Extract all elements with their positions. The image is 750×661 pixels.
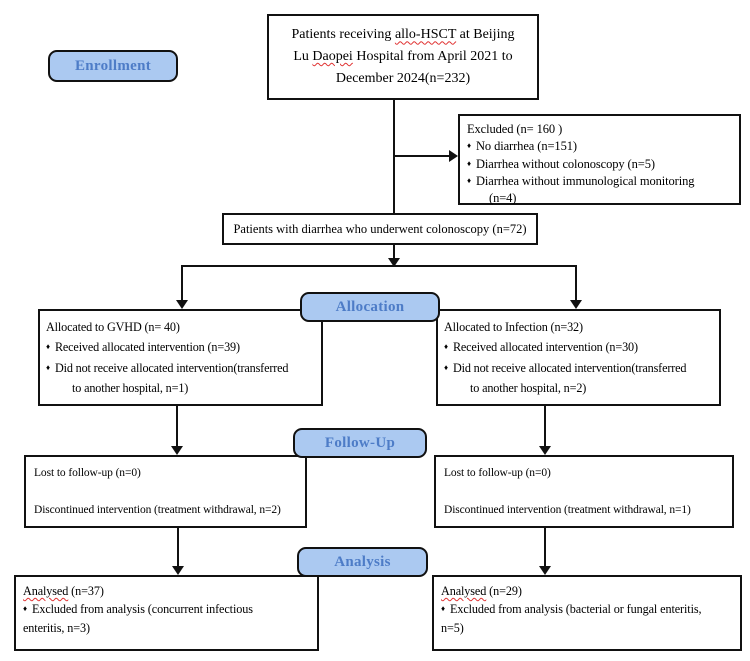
arrowhead-branch-icon <box>388 258 400 267</box>
enrollment-box-line2: Lu Daopei Hospital from April 2021 to <box>293 49 513 65</box>
allocation-label-text: Allocation <box>335 298 405 315</box>
analysis-left-title: Analysed (n=37) <box>23 584 104 598</box>
connector-excluded-horizontal <box>394 155 450 157</box>
alloc-left-bullet-1: ♦Received allocated intervention (n=39) <box>46 340 240 355</box>
followup-right-line2: Discontinued intervention (treatment wit… <box>444 503 691 516</box>
arrowhead-alloc-left-icon <box>176 300 188 309</box>
excluded-bullet-2: ♦Diarrhea without colonoscopy (n=5) <box>467 156 655 171</box>
allocated-infection-box: Allocated to Infection (n=32) ♦Received … <box>436 309 721 406</box>
alloc-left-title: Allocated to GVHD (n= 40) <box>46 320 180 334</box>
alloc-right-bullet-1: ♦Received allocated intervention (n=30) <box>444 340 638 355</box>
followup-label-text: Follow-Up <box>324 434 396 451</box>
followup-right-box: Lost to follow-up (n=0) Discontinued int… <box>434 455 734 528</box>
arrowhead-alloc-right-icon <box>570 300 582 309</box>
followup-right-line1: Lost to follow-up (n=0) <box>444 467 551 479</box>
alloc-left-bullet-2: ♦Did not receive allocated intervention(… <box>46 360 289 395</box>
alloc-right-title: Allocated to Infection (n=32) <box>444 320 583 334</box>
misspelled-allo-hsct: allo-HSCT <box>394 27 457 43</box>
enrollment-phase-label: Enrollment <box>48 50 178 82</box>
diamond-bullet-icon: ♦ <box>23 604 27 614</box>
diamond-bullet-icon: ♦ <box>467 141 471 151</box>
diamond-bullet-icon: ♦ <box>444 362 448 372</box>
excluded-bullet-1: ♦No diarrhea (n=151) <box>467 139 577 154</box>
arrowhead-analysis-left-icon <box>172 566 184 575</box>
enrollment-population-box: Patients receiving allo-HSCT at Beijing … <box>267 14 539 100</box>
analysis-right-bullet: ♦Excluded from analysis (bacterial or fu… <box>441 602 702 635</box>
misspelled-daopei: Daopei <box>312 49 353 65</box>
diamond-bullet-icon: ♦ <box>467 175 471 185</box>
arrowhead-excluded-icon <box>449 150 458 162</box>
connector-branch-right-vertical <box>575 265 577 301</box>
connector-followup-right-vertical <box>544 406 546 448</box>
followup-left-box: Lost to follow-up (n=0) Discontinued int… <box>24 455 307 528</box>
diamond-bullet-icon: ♦ <box>444 342 448 352</box>
arrowhead-followup-left-icon <box>171 446 183 455</box>
colonoscopy-box-text: Patients with diarrhea who underwent col… <box>233 221 527 236</box>
connector-analysis-left-vertical <box>177 528 179 568</box>
excluded-bullet-3: ♦Diarrhea without immunological monitori… <box>467 173 695 205</box>
alloc-right-bullet-2: ♦Did not receive allocated intervention(… <box>444 360 687 395</box>
misspelled-analysed: Analysed <box>23 584 69 598</box>
excluded-box: Excluded (n= 160 ) ♦No diarrhea (n=151) … <box>458 114 741 205</box>
allocated-gvhd-box: Allocated to GVHD (n= 40) ♦Received allo… <box>38 309 323 406</box>
analysis-right-title: Analysed (n=29) <box>441 584 522 598</box>
connector-branch-horizontal <box>181 265 577 267</box>
connector-followup-left-vertical <box>176 406 178 448</box>
analysis-right-box: Analysed (n=29) ♦Excluded from analysis … <box>432 575 742 651</box>
enrollment-box-line1: Patients receiving allo-HSCT at Beijing <box>291 27 515 43</box>
enrollment-label-text: Enrollment <box>74 57 152 74</box>
diamond-bullet-icon: ♦ <box>46 362 50 372</box>
colonoscopy-population-box: Patients with diarrhea who underwent col… <box>222 213 538 245</box>
diamond-bullet-icon: ♦ <box>467 158 471 168</box>
arrowhead-followup-right-icon <box>539 446 551 455</box>
diamond-bullet-icon: ♦ <box>441 604 445 614</box>
followup-left-line1: Lost to follow-up (n=0) <box>34 467 141 479</box>
allocation-phase-label: Allocation <box>300 292 440 322</box>
analysis-phase-label: Analysis <box>297 547 428 577</box>
followup-phase-label: Follow-Up <box>293 428 427 458</box>
followup-right-spacer <box>444 481 728 503</box>
misspelled-analysed: Analysed <box>441 584 487 598</box>
analysis-left-bullet: ♦Excluded from analysis (concurrent infe… <box>23 602 253 635</box>
connector-branch-left-vertical <box>181 265 183 301</box>
analysis-left-box: Analysed (n=37) ♦Excluded from analysis … <box>14 575 319 651</box>
enrollment-box-line3: December 2024(n=232) <box>335 70 471 86</box>
diamond-bullet-icon: ♦ <box>46 342 50 352</box>
followup-left-spacer <box>34 481 301 503</box>
connector-analysis-right-vertical <box>544 528 546 568</box>
excluded-title: Excluded (n= 160 ) <box>467 122 563 136</box>
connector-mid-vertical <box>393 245 395 260</box>
followup-left-line2: Discontinued intervention (treatment wit… <box>34 503 281 516</box>
arrowhead-analysis-right-icon <box>539 566 551 575</box>
analysis-label-text: Analysis <box>334 553 391 570</box>
